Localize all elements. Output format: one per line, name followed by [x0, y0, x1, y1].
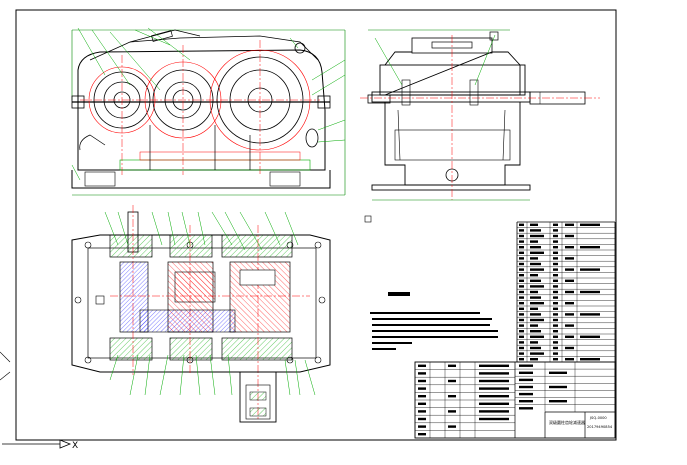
drawing-name: 双级圆柱齿轮减速器	[549, 419, 585, 425]
side-view	[360, 29, 600, 223]
technical-notes: 技术要求	[370, 286, 498, 350]
front-view	[71, 27, 346, 196]
title-block: 双级圆柱齿轮减速器 JSQ-0000 20179490854	[414, 361, 616, 439]
drawing-code: JSQ-0000	[589, 416, 607, 420]
drawing-school: 20179490854	[587, 425, 613, 429]
top-section-view	[71, 205, 331, 423]
origin-marker: X	[72, 441, 78, 451]
parts-list	[516, 221, 616, 363]
tech-notes-title: 技术要求	[388, 286, 404, 292]
drawing-frame: X	[0, 9, 617, 451]
